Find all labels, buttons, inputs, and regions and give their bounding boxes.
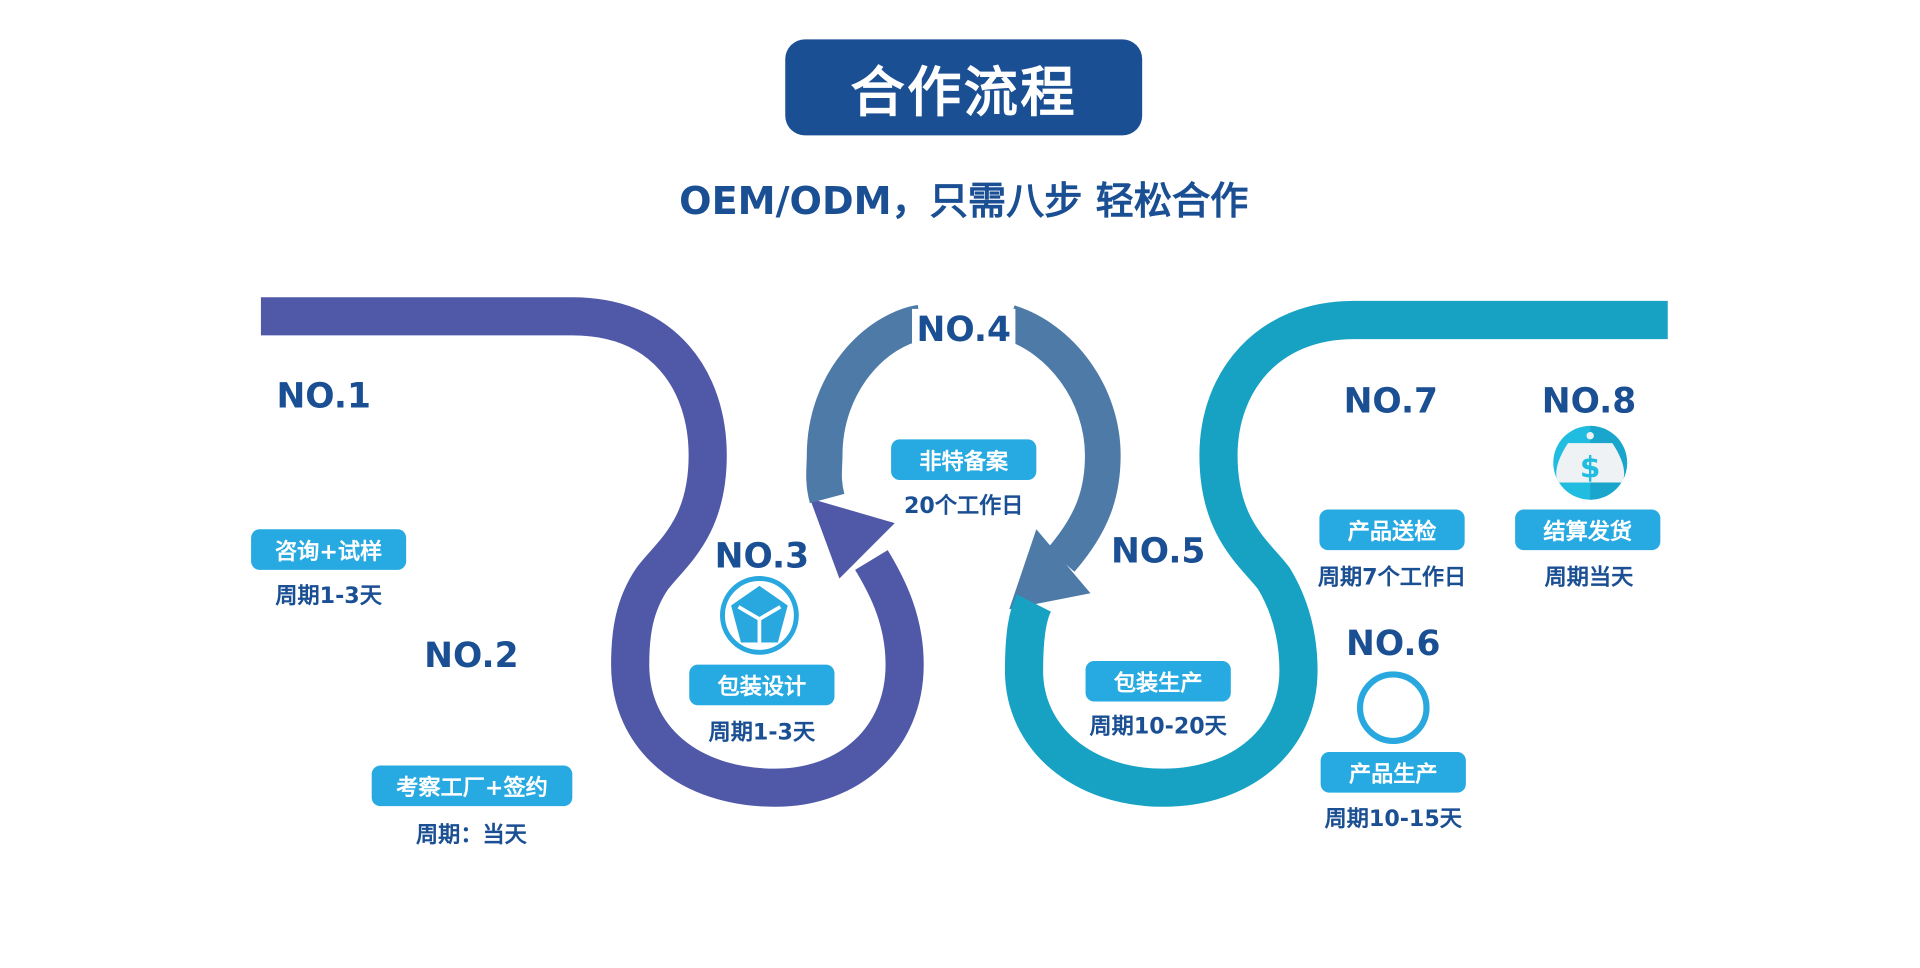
step-2-label: 考察工厂+签约 [371,765,573,807]
step-5-period: 周期10-20天 [1089,713,1227,740]
step-8-label: 结算发货 [1515,509,1661,551]
money-bag-icon: $ [1553,425,1628,500]
step-7-label: 产品送检 [1319,509,1465,551]
step-4-period: 20个工作日 [903,493,1024,520]
step-8-number: NO.8 [1541,380,1637,421]
svg-text:$: $ [1580,451,1601,485]
box-icon [720,576,799,655]
step-3-label: 包装设计 [689,664,835,706]
middle-arrowhead-icon [1009,529,1091,610]
step-1-number: NO.1 [276,375,371,417]
step-2-number: NO.2 [424,635,519,676]
step-6-number: NO.6 [1346,622,1441,664]
step-4-label: 非特备案 [891,439,1037,481]
step-2-period: 周期：当天 [416,822,527,849]
step-1-label: 咨询+试样 [251,529,407,570]
middle-flow-path [806,304,1121,572]
left-arrowhead-icon [809,498,895,579]
page-title: 合作流程 [785,39,1143,136]
step-3-number: NO.3 [714,535,810,577]
step-4-number: NO.4 [878,308,1050,350]
step-5-label: 包装生产 [1085,660,1231,702]
right-flow-path [1004,300,1668,807]
step-1-period: 周期1-3天 [275,583,382,610]
page-subtitle: OEM/ODM，只需八步 轻松合作 [679,179,1249,225]
step-8-period: 周期当天 [1544,564,1634,591]
step-6-period: 周期10-15天 [1324,806,1462,833]
ring-icon [1356,671,1430,745]
left-flow-path [260,297,924,807]
step-4-number-text: NO.4 [911,308,1016,350]
step-3-period: 周期1-3天 [708,720,816,746]
step-7-period: 周期7个工作日 [1317,564,1467,591]
step-5-number: NO.5 [1110,530,1206,572]
step-6-label: 产品生产 [1320,752,1466,793]
step-7-number: NO.7 [1343,380,1439,421]
